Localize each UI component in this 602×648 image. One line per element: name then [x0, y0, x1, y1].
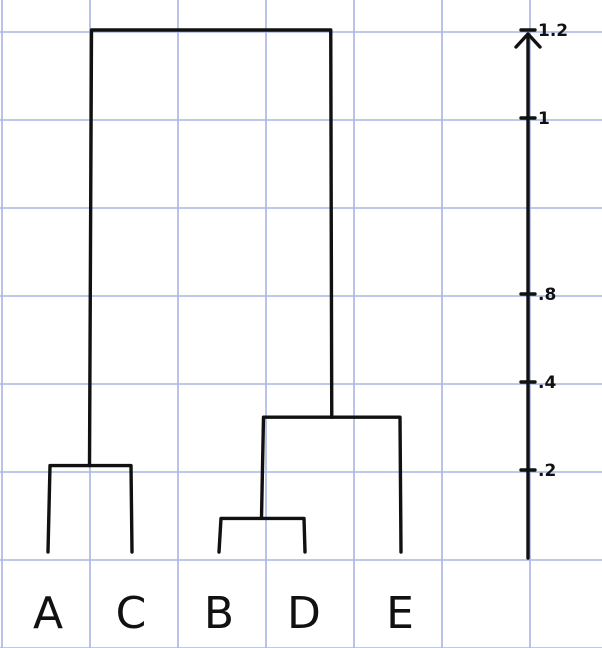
y-tick-label: 1	[538, 109, 550, 129]
dendrogram-link-m4	[87, 28, 334, 468]
dendrogram-tree	[46, 28, 403, 554]
y-axis-arrowhead	[514, 32, 542, 49]
leaf-label-b: B	[204, 588, 234, 639]
leaf-label-c: C	[116, 588, 147, 639]
leaf-label-a: A	[33, 588, 63, 639]
leaf-label-e: E	[386, 588, 414, 639]
leaf-label-d: D	[287, 588, 321, 639]
y-tick-label: .8	[538, 285, 556, 305]
dendrogram-link-m1	[217, 516, 307, 554]
y-tick-label: .2	[538, 461, 556, 481]
y-tick-label: 1.2	[538, 21, 568, 41]
y-tick-label: .4	[538, 373, 556, 393]
dendrogram-link-m3	[259, 415, 403, 554]
y-axis: .2 .4 .8 1 1.2	[514, 21, 568, 560]
